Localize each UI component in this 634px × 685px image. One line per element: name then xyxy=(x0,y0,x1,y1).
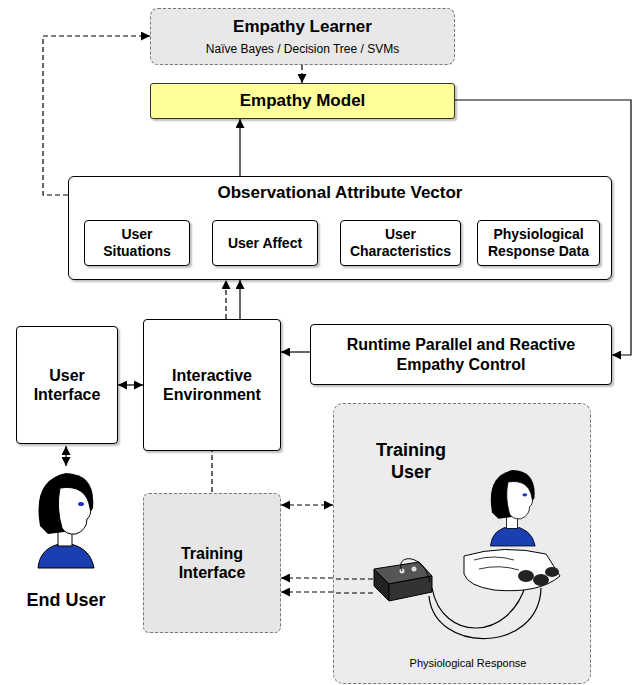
learner-box: Empathy LearnerNaïve Bayes / Decision Tr… xyxy=(150,8,455,65)
node-title: User Characteristics xyxy=(345,226,456,260)
node-title: Training Interface xyxy=(148,544,276,582)
node-title: Empathy Model xyxy=(240,91,366,111)
node-title: Observational Attribute Vector xyxy=(218,183,463,203)
connector-arrow xyxy=(281,577,333,578)
node-title: Training User xyxy=(356,440,466,483)
interface-box: User Interface xyxy=(16,326,118,444)
node-title: Physiological Response Data xyxy=(482,226,595,260)
connector-arrow xyxy=(301,65,302,83)
connector-arrow xyxy=(281,591,333,592)
node-title: User Affect xyxy=(228,235,302,252)
connector-arrow xyxy=(281,504,333,505)
node-title: Interactive Environment xyxy=(148,366,276,404)
user-caption: End User xyxy=(10,590,122,612)
attribute-box: Physiological Response Data xyxy=(477,220,600,266)
training-user-illustration xyxy=(334,404,588,681)
connector-arrow xyxy=(43,36,150,195)
control-box: Runtime Parallel and Reactive Empathy Co… xyxy=(310,324,612,385)
node-subtitle: Naïve Bayes / Decision Tree / SVMs xyxy=(206,42,399,56)
end-user-head xyxy=(38,473,94,568)
model-box: Empathy Model xyxy=(150,83,455,119)
connector-arrow xyxy=(281,351,310,352)
vector-box: Observational Attribute VectorUser Situa… xyxy=(68,176,612,280)
connector-arrow xyxy=(225,280,226,319)
signal-caption: Physiological Response xyxy=(383,657,553,670)
node-title: User Situations xyxy=(89,226,185,260)
environment-box: Interactive Environment xyxy=(143,319,281,451)
training-user-region: Training User xyxy=(333,403,591,684)
user-link-line xyxy=(65,446,66,466)
connector-arrow xyxy=(118,384,143,385)
attribute-box: User Affect xyxy=(212,220,318,266)
node-title: User Interface xyxy=(21,366,113,404)
attribute-box: User Characteristics xyxy=(340,220,461,266)
attribute-box: User Situations xyxy=(84,220,190,266)
training-interface-box: Training Interface xyxy=(143,493,281,633)
connector-arrow xyxy=(239,119,240,176)
node-title: Runtime Parallel and Reactive Empathy Co… xyxy=(315,335,607,373)
connector-arrow xyxy=(239,280,240,319)
node-title: Empathy Learner xyxy=(233,17,372,37)
